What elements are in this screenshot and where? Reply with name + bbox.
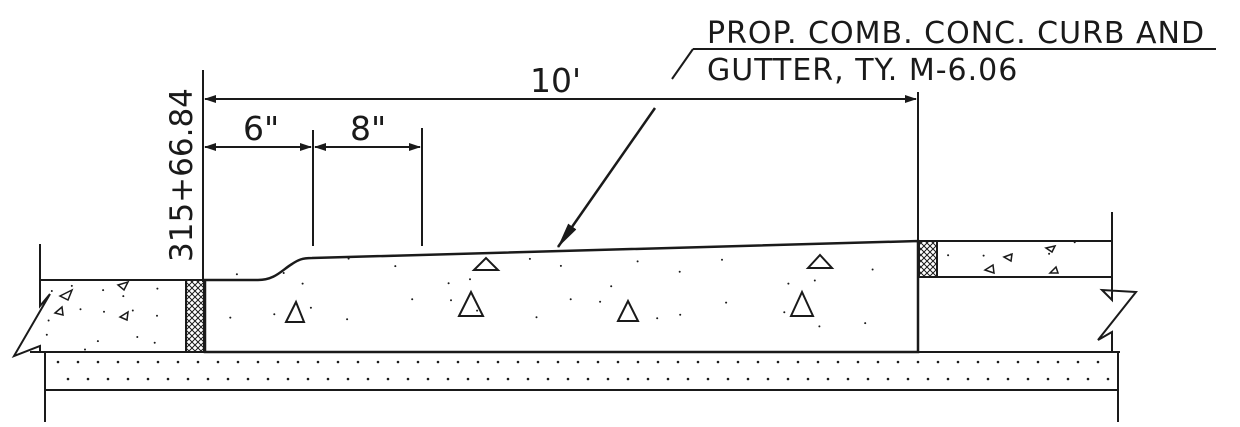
left-pavement-slab <box>11 244 186 358</box>
curb-gutter-body <box>203 239 920 354</box>
station-label: 315+66.84 <box>164 88 200 262</box>
callout-line-1: PROP. COMB. CONC. CURB AND <box>707 16 1205 51</box>
base-course-layer <box>30 351 1120 422</box>
right-expansion-joint <box>918 240 938 278</box>
left-expansion-joint <box>185 279 205 353</box>
callout-leader-arrow <box>556 107 657 248</box>
gutter-dimension-label: 8" <box>350 109 386 148</box>
right-sidewalk-slab <box>937 212 1138 352</box>
callout-label: PROP. COMB. CONC. CURB AND GUTTER, TY. M… <box>671 16 1216 88</box>
callout-leader-tick <box>671 48 694 80</box>
curb-dimension-label: 6" <box>243 109 279 148</box>
left-break-line <box>11 244 51 358</box>
callout-line-2: GUTTER, TY. M-6.06 <box>707 53 1018 88</box>
right-break-line <box>1097 212 1138 352</box>
overall-dimension-label: 10' <box>530 61 581 100</box>
